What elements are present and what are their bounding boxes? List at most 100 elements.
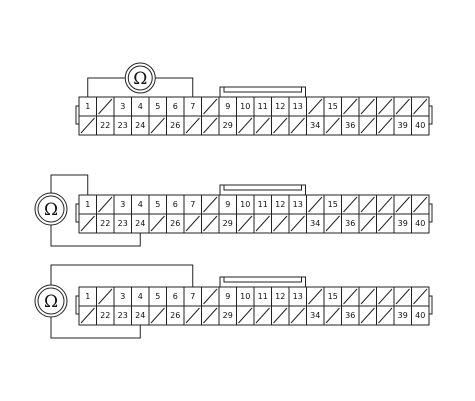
pin-label: 7 — [190, 102, 195, 111]
pin-label: 40 — [415, 121, 425, 130]
blank-cell-slash — [395, 288, 410, 305]
blank-cell-slash — [80, 307, 95, 324]
locking-tab — [219, 276, 306, 287]
pin-label: 22 — [100, 219, 110, 228]
pin-label: 10 — [240, 200, 250, 209]
blank-cell-slash — [150, 307, 165, 324]
pin-label: 11 — [258, 102, 268, 111]
pin-label: 23 — [118, 219, 128, 228]
pin-label: 23 — [118, 121, 128, 130]
blank-cell-slash — [308, 98, 323, 115]
pin-label: 15 — [328, 200, 338, 209]
pin-label: 5 — [155, 292, 160, 301]
blank-cell-slash — [378, 307, 393, 324]
blank-cell-slash — [203, 307, 218, 324]
blank-cell-slash — [185, 117, 200, 134]
pin-label: 10 — [240, 102, 250, 111]
locking-tab-inner — [223, 277, 302, 283]
blank-cell-slash — [273, 307, 288, 324]
pin-label: 5 — [155, 200, 160, 209]
pin-label: 13 — [293, 292, 303, 301]
left-flange — [75, 203, 79, 223]
blank-cell-slash — [238, 117, 253, 134]
pin-label: 39 — [398, 121, 408, 130]
pin-label: 1 — [85, 200, 90, 209]
blank-cell-slash — [395, 98, 410, 115]
pin-label: 26 — [170, 219, 180, 228]
blank-cell-slash — [378, 215, 393, 232]
pin-label: 24 — [135, 311, 145, 320]
locking-tab-inner — [223, 87, 302, 93]
blank-cell-slash — [378, 117, 393, 134]
ohmmeter-outer-ring — [124, 62, 156, 94]
left-flange — [75, 295, 79, 315]
pin-label: 12 — [275, 292, 285, 301]
blank-cell-slash — [290, 215, 305, 232]
pin-label: 15 — [328, 102, 338, 111]
probe-lead-b — [155, 77, 194, 97]
ohm-symbol: Ω — [44, 292, 58, 312]
blank-cell-slash — [203, 288, 218, 305]
blank-cell-slash — [325, 215, 340, 232]
pin-label: 9 — [225, 292, 230, 301]
pin-label: 6 — [173, 200, 178, 209]
pin-label: 6 — [173, 102, 178, 111]
pin-label: 15 — [328, 292, 338, 301]
pin-label: 3 — [120, 292, 125, 301]
pin-label: 26 — [170, 311, 180, 320]
locking-tab-inner — [223, 185, 302, 191]
blank-cell-slash — [413, 98, 428, 115]
pin-label: 12 — [275, 102, 285, 111]
pin-label: 24 — [135, 121, 145, 130]
pin-label: 36 — [345, 121, 355, 130]
blank-cell-slash — [203, 98, 218, 115]
blank-cell-slash — [203, 117, 218, 134]
blank-cell-slash — [290, 307, 305, 324]
pin-label: 22 — [100, 311, 110, 320]
ohmmeter-inner-ring — [37, 195, 65, 223]
pin-label: 7 — [190, 292, 195, 301]
blank-cell-slash — [360, 117, 375, 134]
blank-cell-slash — [290, 117, 305, 134]
pin-label: 9 — [225, 200, 230, 209]
blank-cell-slash — [360, 307, 375, 324]
blank-cell-slash — [203, 196, 218, 213]
blank-cell-slash — [308, 288, 323, 305]
blank-cell-slash — [413, 288, 428, 305]
blank-cell-slash — [360, 98, 375, 115]
blank-cell-slash — [80, 215, 95, 232]
pin-label: 1 — [85, 292, 90, 301]
connector-housing — [78, 96, 430, 136]
locking-tab — [219, 184, 306, 195]
probe-lead-b — [50, 225, 141, 247]
blank-cell-slash — [343, 196, 358, 213]
pin-label: 29 — [223, 121, 233, 130]
pin-label: 7 — [190, 200, 195, 209]
blank-cell-slash — [325, 307, 340, 324]
blank-cell-slash — [360, 215, 375, 232]
blank-cell-slash — [343, 288, 358, 305]
pin-label: 3 — [120, 102, 125, 111]
blank-cell-slash — [255, 117, 270, 134]
left-flange — [75, 105, 79, 125]
pin-label: 40 — [415, 219, 425, 228]
blank-cell-slash — [80, 117, 95, 134]
pin-label: 24 — [135, 219, 145, 228]
pin-label: 12 — [275, 200, 285, 209]
pin-label: 9 — [225, 102, 230, 111]
pin-label: 1 — [85, 102, 90, 111]
blank-cell-slash — [378, 98, 393, 115]
blank-cell-slash — [273, 215, 288, 232]
blank-cell-slash — [360, 288, 375, 305]
blank-cell-slash — [150, 117, 165, 134]
pin-label: 4 — [138, 200, 143, 209]
pin-label: 34 — [310, 121, 320, 130]
pin-label: 10 — [240, 292, 250, 301]
blank-cell-slash — [203, 215, 218, 232]
ohmmeter-inner-ring — [127, 65, 153, 91]
blank-cell-slash — [185, 215, 200, 232]
